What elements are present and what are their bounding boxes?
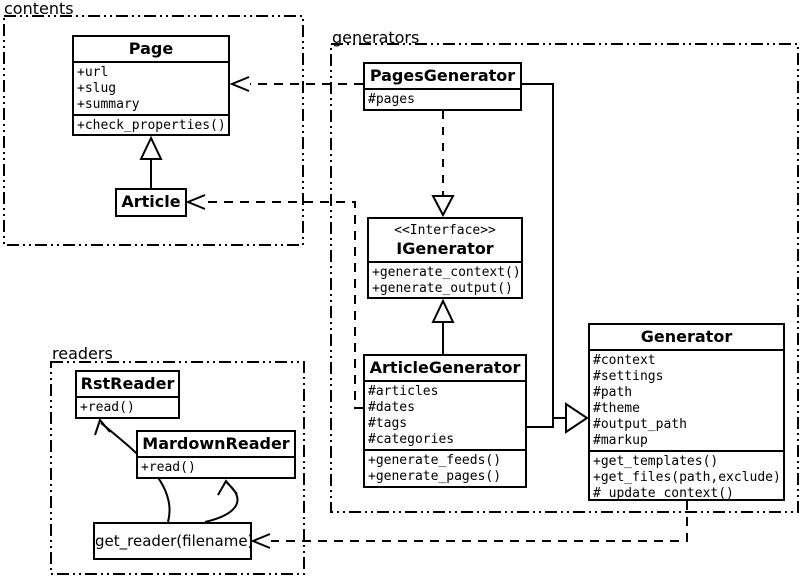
- class-attribute: #path: [593, 385, 633, 400]
- methods-compartment: +get_templates() +get_files(path,exclude…: [590, 450, 783, 503]
- class-attribute: #markup: [593, 433, 648, 448]
- class-attribute: +url: [77, 65, 109, 80]
- attributes-compartment: #pages: [365, 88, 520, 109]
- class-box-mardownreader: MardownReader +read(): [136, 430, 296, 479]
- class-attribute: #settings: [593, 369, 664, 384]
- class-method: +get_files(path,exclude): [593, 470, 781, 485]
- class-method: +read(): [80, 400, 135, 415]
- class-box-article: Article: [115, 188, 187, 217]
- methods-compartment: +check_properties(): [74, 114, 228, 135]
- interface-header: <<Interface>> IGenerator: [369, 219, 521, 259]
- package-border-readers: [50, 361, 305, 575]
- dependency-articlegenerator-article-line: [206, 201, 363, 409]
- methods-compartment: +generate_context() +generate_output(): [369, 261, 521, 298]
- dependency-generator-getreader-arrow: [250, 533, 271, 549]
- class-title-article: Article: [121, 192, 181, 211]
- dependency-pagesgenerator-page-arrow: [229, 76, 250, 92]
- class-attribute: #context: [593, 353, 656, 368]
- class-attribute: #theme: [593, 401, 640, 416]
- inheritance-article-page-triangle: [139, 135, 163, 160]
- class-attribute: #tags: [368, 416, 408, 431]
- class-method: #_update_context(): [593, 486, 734, 501]
- package-border-contents: [3, 15, 304, 246]
- call-getreader-rstreader-arrow: [94, 417, 111, 436]
- attributes-compartment: #context #settings #path #theme #output_…: [590, 349, 783, 450]
- class-method: +generate_pages(): [368, 469, 502, 484]
- class-box-articlegenerator: ArticleGenerator #articles #dates #tags …: [363, 354, 527, 488]
- class-title-igenerator: IGenerator: [396, 239, 494, 258]
- call-getreader-mardownreader-arrow: [217, 479, 238, 496]
- class-method: +generate_feeds(): [368, 453, 502, 468]
- class-method: +read(): [141, 460, 196, 475]
- methods-compartment: +read(): [77, 396, 178, 417]
- stereotype-label: <<Interface>>: [394, 223, 496, 238]
- function-label-getreader: get_reader(filename): [95, 532, 254, 550]
- methods-compartment: +read(): [138, 456, 294, 477]
- inheritance-articlegenerator-igenerator-triangle: [431, 298, 455, 323]
- class-method: +generate_context(): [372, 265, 521, 280]
- class-title-pagesgenerator: PagesGenerator: [369, 66, 516, 85]
- class-attribute: #output_path: [593, 417, 687, 432]
- class-method: +generate_output(): [372, 281, 513, 296]
- class-attribute: #categories: [368, 432, 455, 447]
- class-title-page: Page: [128, 39, 174, 58]
- dependency-generator-getreader-line: [271, 501, 688, 542]
- class-attribute: #pages: [368, 92, 415, 107]
- class-method: +get_templates(): [593, 454, 719, 469]
- function-box-getreader: get_reader(filename): [93, 522, 254, 560]
- inheritance-generators-generator-triangle: [565, 402, 589, 434]
- class-box-page: Page +url +slug +summary +check_properti…: [72, 35, 230, 136]
- class-attribute: +slug: [77, 81, 117, 96]
- realization-pagesgenerator-igenerator-triangle: [431, 195, 455, 218]
- class-title-articlegenerator: ArticleGenerator: [369, 358, 521, 377]
- attributes-compartment: #articles #dates #tags #categories: [365, 380, 525, 449]
- class-box-rstreader: RstReader +read(): [75, 370, 180, 419]
- class-title-rstreader: RstReader: [80, 374, 175, 393]
- package-label-generators: generators: [332, 28, 420, 47]
- class-method: +check_properties(): [77, 118, 226, 133]
- class-attribute: #articles: [368, 384, 439, 399]
- class-box-igenerator: <<Interface>> IGenerator +generate_conte…: [367, 217, 523, 299]
- class-title-mardownreader: MardownReader: [142, 434, 290, 453]
- dependency-articlegenerator-article-arrow: [185, 194, 206, 210]
- inheritance-generators-generator-line: [522, 83, 554, 428]
- class-box-pagesgenerator: PagesGenerator #pages: [363, 62, 522, 111]
- class-title-generator: Generator: [640, 327, 733, 346]
- package-border-generators: [330, 43, 799, 513]
- class-attribute: #dates: [368, 400, 415, 415]
- attributes-compartment: +url +slug +summary: [74, 61, 228, 114]
- class-attribute: +summary: [77, 97, 140, 112]
- package-label-contents: contents: [4, 0, 74, 18]
- package-label-readers: readers: [52, 344, 113, 363]
- class-box-generator: Generator #context #settings #path #them…: [588, 323, 785, 501]
- methods-compartment: +generate_feeds() +generate_pages(): [365, 449, 525, 486]
